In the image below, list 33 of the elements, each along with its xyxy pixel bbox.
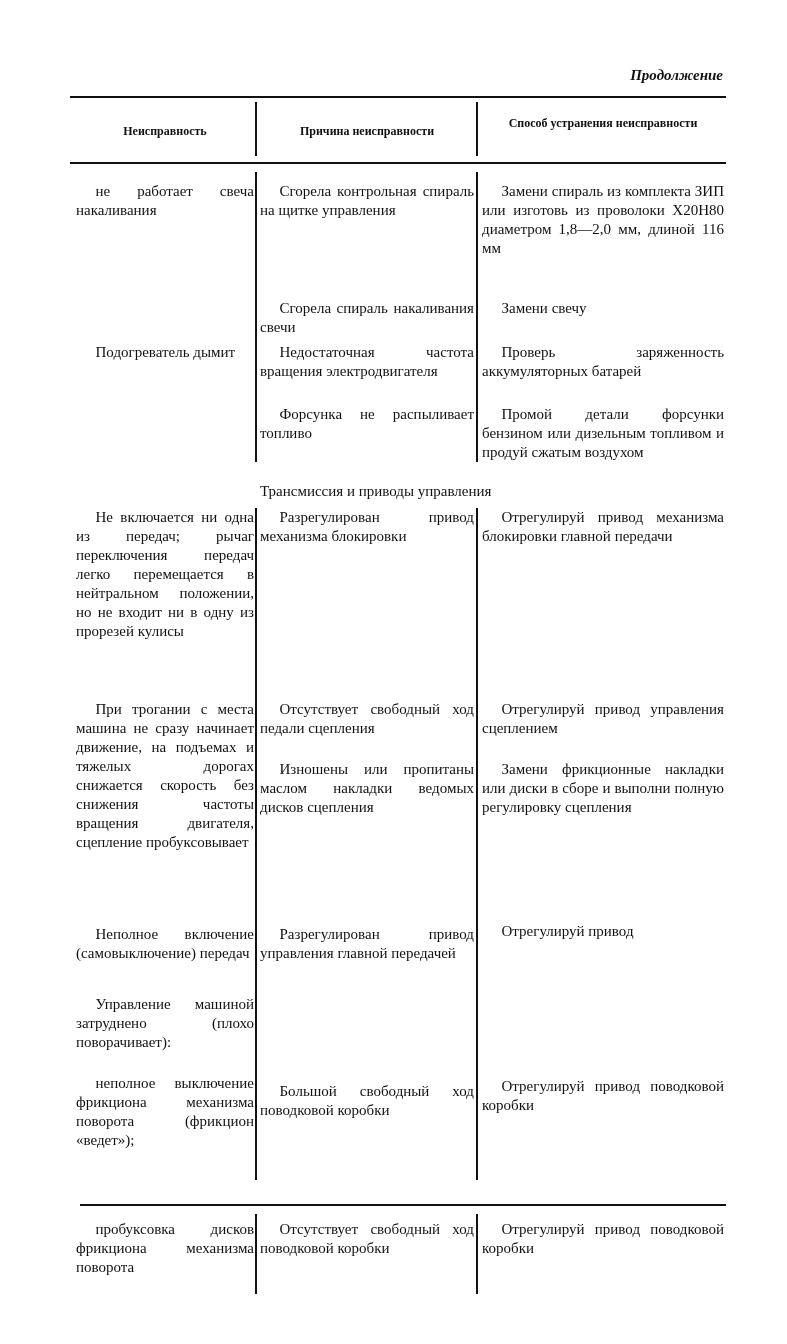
table-cell: Отрегулируй привод поводковой коробки <box>482 1220 724 1258</box>
column-header: Причина неисправности <box>298 124 436 139</box>
column-header: Способ устранения неисправности <box>507 116 699 131</box>
column-header: Неисправность <box>122 124 208 139</box>
table-cell: Замени фрикционные накладки или диски в сборе и выполни полную регулировку сцепления <box>482 760 724 817</box>
table-cell: Разрегулирован привод механизма блокировки <box>260 508 474 546</box>
table-cell: Отсутствует свободный ход педали сцепления <box>260 700 474 738</box>
table-cell: Большой свободный ход поводковой коробки <box>260 1082 474 1120</box>
section-heading: Трансмиссия и приводы управления <box>260 482 492 501</box>
table-cell-text: Подогреватель дымит <box>94 343 237 362</box>
table-cell: При трогании с места машина не сразу начинает движение, на подъемах и тяжелых дорогах снижается скорость без снижения частоты вращения двигателя, сцепление пробуксовывает <box>76 700 254 852</box>
table-cell: Отрегулируй привод поводковой коробки <box>482 1077 724 1115</box>
table-cell: Замени спираль из комплекта ЗИП или изготовь из проволоки Х20Н80 диаметром 1,8—2,0 мм, длиной 116 мм <box>482 182 724 258</box>
table-cell: не работает свеча накаливания <box>76 182 254 220</box>
table-cell: Отрегулируй привод управления сцеплением <box>482 700 724 738</box>
table-cell: Отрегулируй привод механизма блокировки главной передачи <box>482 508 724 546</box>
table-cell: Разрегулирован привод управления главной передачей <box>260 925 474 963</box>
table-cell: неполное выключение фрикциона механизма поворота (фрикцион «ведет»); <box>76 1074 254 1150</box>
table-cell: Изношены или пропитаны маслом накладки ведомых дисков сцепления <box>260 760 474 817</box>
table-cell: Сгорела спираль накаливания свечи <box>260 299 474 337</box>
table-cell: Недостаточная частота вращения электродвигателя <box>260 343 474 381</box>
table-cell: Проверь заряженность аккумуляторных батарей <box>482 343 724 381</box>
table-cell: Отсутствует свободный ход поводковой коробки <box>260 1220 474 1258</box>
table-cell: Сгорела контрольная спираль на щитке управления <box>260 182 474 220</box>
table-cell: пробуксовка дисков фрикциона механизма поворота <box>76 1220 254 1277</box>
table-cell: Управление машиной затруднено (плохо поворачивает): <box>76 995 254 1052</box>
table-cell: Неполное включение (самовыключение) передач <box>76 925 254 963</box>
page-heading: Продолжение <box>630 66 723 85</box>
table-cell-text: Отрегулируй привод <box>500 922 635 941</box>
table-cell-text: Замени свечу <box>500 299 588 318</box>
table-cell: Промой детали форсунки бензином или дизельным топливом и продуй сжатым воздухом <box>482 405 724 462</box>
table-cell: Не включается ни одна из передач; рычаг переключения передач легко перемещается в нейтральном положении, но не входит ни в одну из прорезей кулисы <box>76 508 254 641</box>
table-cell: Форсунка не распыливает топливо <box>260 405 474 443</box>
